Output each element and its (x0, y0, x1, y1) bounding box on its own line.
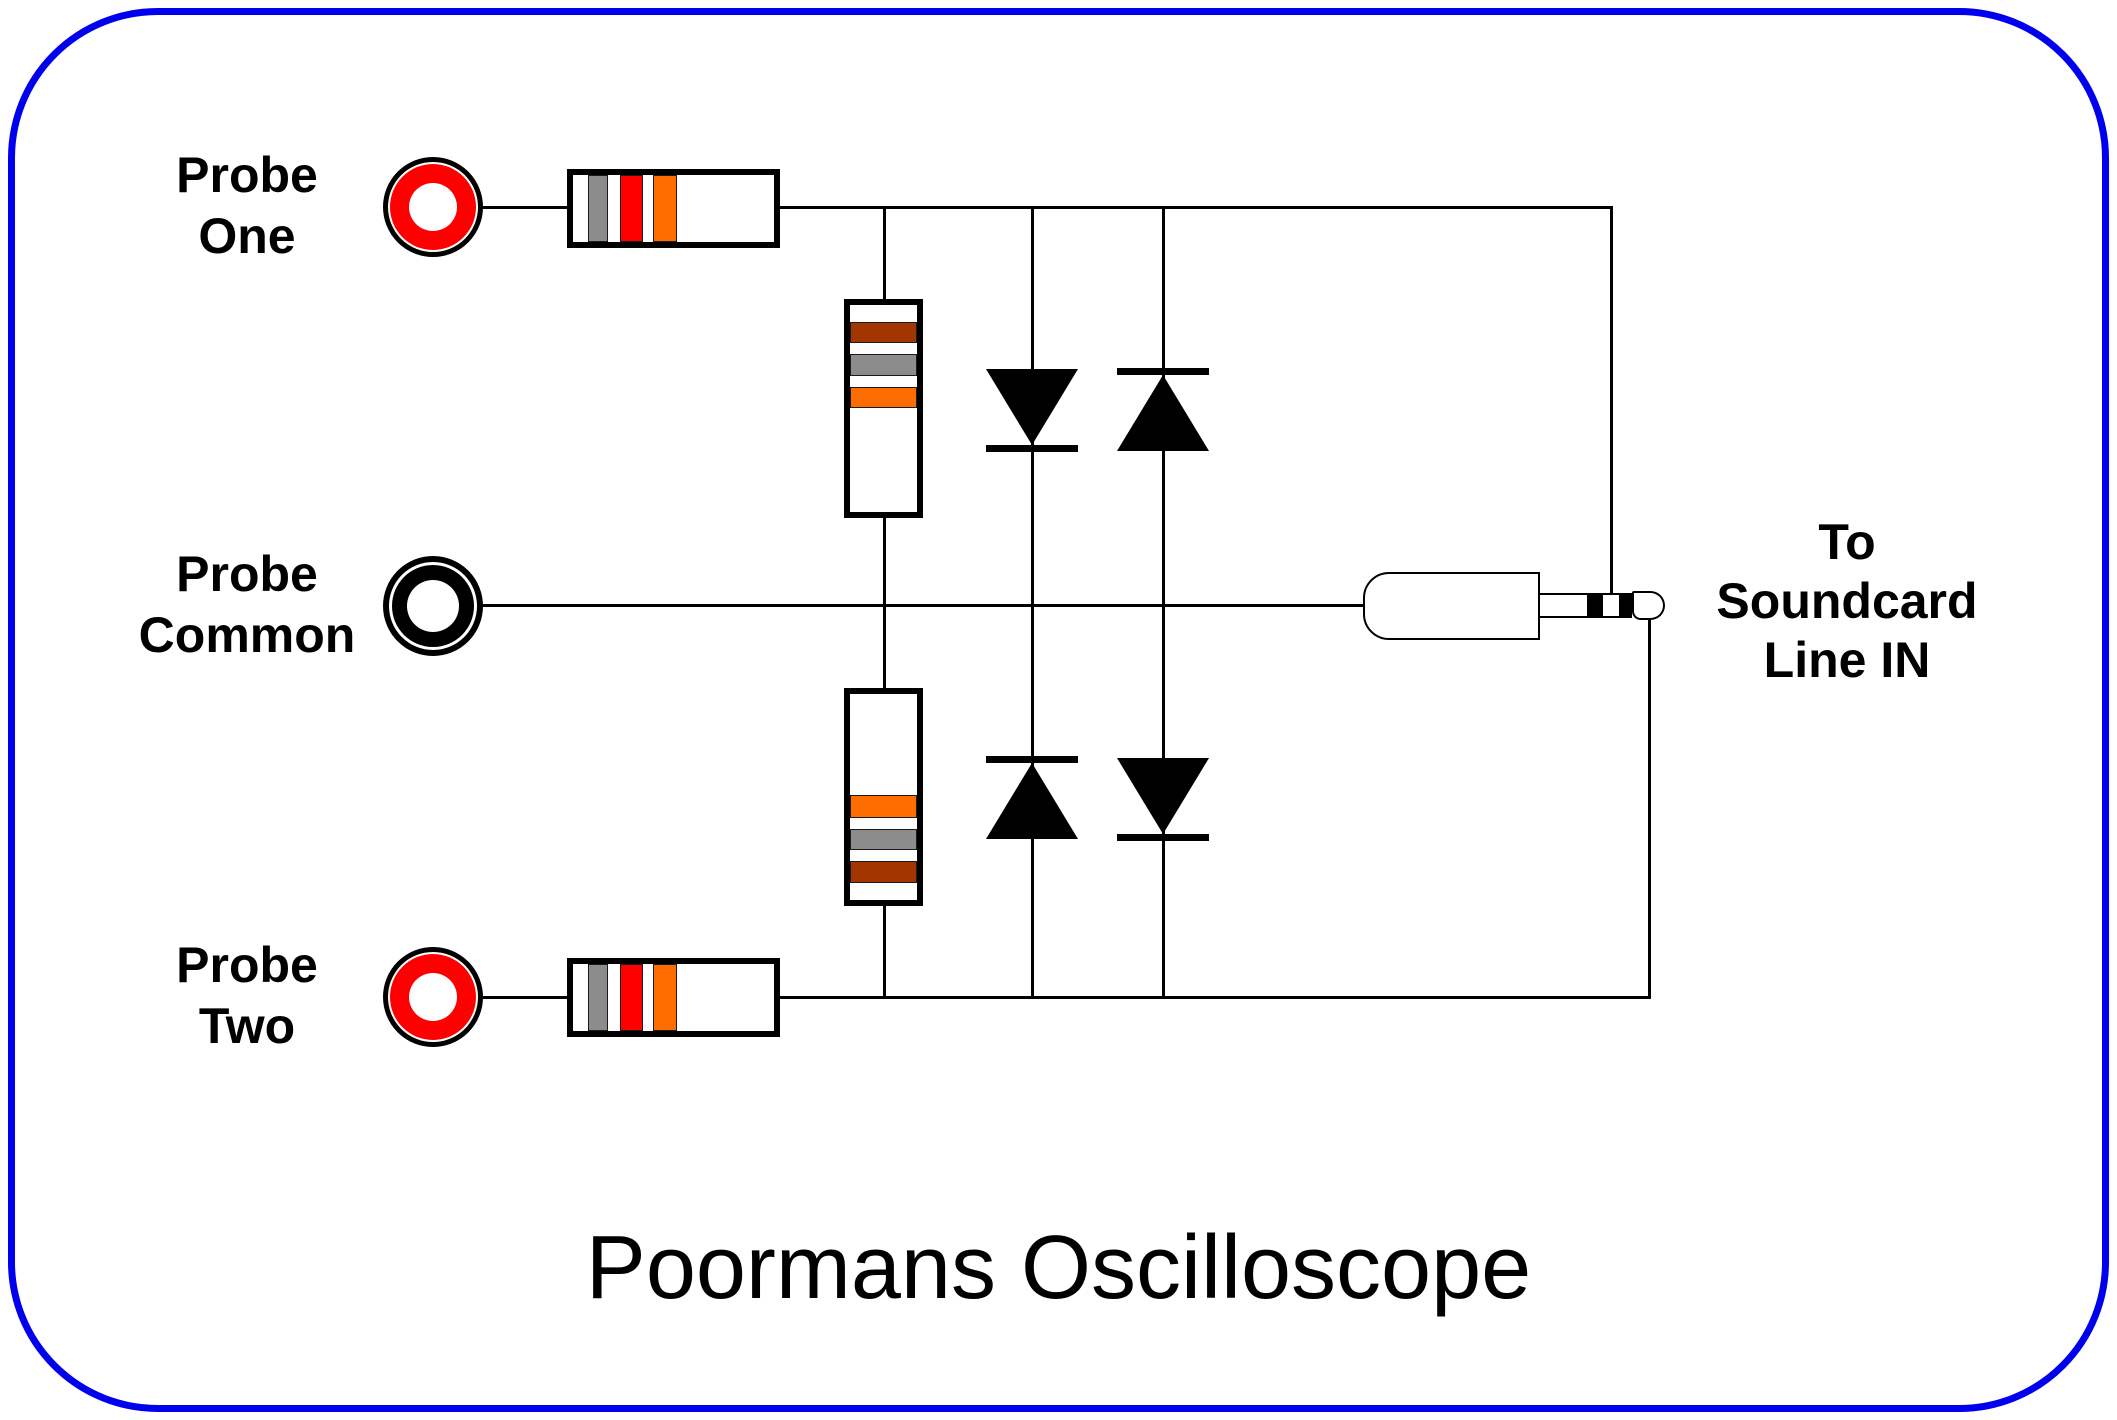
wire-common-bus (481, 604, 1365, 607)
diode-lower-right-icon (1117, 758, 1209, 834)
jack-tip (1632, 591, 1665, 620)
diode-upper-right-cathode-bar (1117, 368, 1209, 375)
resistor-band-gray (850, 354, 917, 376)
resistor-band-gray (588, 175, 608, 242)
diode-lower-left-icon (986, 763, 1078, 839)
jack-shaft (1540, 593, 1632, 618)
probe-common-label-line2: Common (138, 607, 356, 663)
wire-probe-two-bus (778, 996, 1651, 999)
wire-diode-column-left (1031, 206, 1034, 999)
probe-two-label: Probe Two (77, 935, 417, 1057)
resistor-band-brown (850, 322, 917, 343)
jack-body (1363, 572, 1540, 640)
diagram-border (8, 8, 2109, 1412)
probe-one-connector-center (409, 183, 457, 231)
soundcard-label-line3: Line IN (1763, 632, 1931, 688)
probe-common-label-line1: Probe (176, 546, 318, 602)
wire-probe-one-to-jack-ring (1610, 206, 1613, 595)
resistor-band-brown (850, 861, 917, 883)
upper-shunt-resistor (844, 299, 923, 518)
wire-diode-column-right (1162, 206, 1165, 999)
diode-lower-right-cathode-bar (1117, 834, 1209, 841)
resistor-band-gray (588, 964, 608, 1031)
probe-two-series-resistor (567, 958, 780, 1037)
probe-two-label-line1: Probe (176, 937, 318, 993)
wire-probe-one-lead (483, 206, 569, 209)
probe-two-label-line2: Two (198, 998, 296, 1054)
probe-common-label: Probe Common (77, 544, 417, 666)
soundcard-label: To Soundcard Line IN (1647, 513, 2047, 690)
wire-resistor-column (883, 206, 886, 999)
jack-ring-band (1587, 593, 1603, 618)
diode-lower-left-cathode-bar (986, 756, 1078, 763)
resistor-band-red (620, 175, 643, 242)
diode-upper-left-cathode-bar (986, 445, 1078, 452)
probe-one-series-resistor (567, 169, 780, 248)
probe-two-connector-center (409, 973, 457, 1021)
resistor-band-orange (850, 795, 917, 818)
resistor-band-red (620, 964, 643, 1031)
probe-one-label-line1: Probe (176, 147, 318, 203)
wire-probe-two-to-jack-tip (1648, 617, 1651, 999)
probe-one-label-line2: One (198, 208, 296, 264)
probe-common-connector-center (407, 580, 459, 632)
resistor-band-orange (653, 964, 677, 1031)
soundcard-label-line1: To (1818, 514, 1876, 570)
soundcard-label-line2: Soundcard (1716, 573, 1978, 629)
resistor-band-orange (850, 387, 917, 408)
diode-upper-right-icon (1117, 375, 1209, 451)
wire-probe-two-lead (483, 996, 569, 999)
resistor-band-orange (653, 175, 677, 242)
diode-upper-left-icon (986, 369, 1078, 445)
probe-one-label: Probe One (77, 145, 417, 267)
jack-ring-band (1619, 593, 1632, 618)
resistor-band-gray (850, 829, 917, 850)
wire-probe-one-bus (778, 206, 1613, 209)
lower-shunt-resistor (844, 688, 923, 906)
page-title: Poormans Oscilloscope (585, 1218, 1532, 1318)
